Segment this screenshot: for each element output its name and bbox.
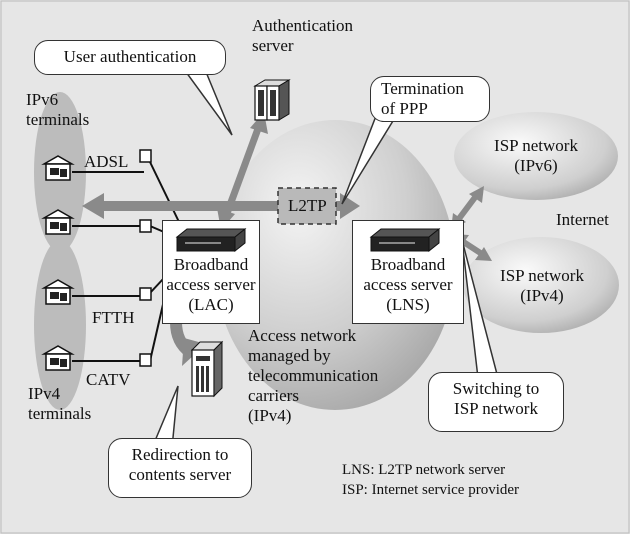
isp-ipv6-label-line2: (IPv6) xyxy=(514,156,558,175)
isp-ipv6-label-line1: ISP network xyxy=(494,136,578,155)
access-network-label-line1: Access network xyxy=(248,326,357,345)
house-pc-icon xyxy=(41,345,75,371)
modem-catv xyxy=(139,353,152,367)
switching-to-isp-callout: Switching to ISP network xyxy=(428,372,564,432)
lns-server-box: Broadband access server (LNS) xyxy=(352,220,464,324)
ftth-label: FTTH xyxy=(92,308,135,327)
lac-label-line1: Broadband xyxy=(173,255,249,274)
redirection-to-contents-callout: Redirection to contents server xyxy=(108,438,252,498)
isp-ipv4-cloud xyxy=(463,237,619,333)
access-network-label-line4: carriers xyxy=(248,386,299,405)
router-icon xyxy=(369,227,441,253)
terminal-icons xyxy=(41,155,75,371)
lns-label-line3: (LNS) xyxy=(386,295,430,314)
ipv4-terminals-label-line2: terminals xyxy=(28,404,92,423)
ipv4-terminals-label-line1: IPv4 xyxy=(28,384,61,403)
access-network-label-line3: telecommunication xyxy=(248,366,379,385)
legend-lns: LNS: L2TP network server xyxy=(342,462,506,478)
user-authentication-text: User authentication xyxy=(63,47,197,66)
auth-server-label-line2: server xyxy=(252,36,294,55)
modem-adsl-2 xyxy=(139,219,152,233)
house-pc-icon xyxy=(41,209,75,235)
termination-text-line1: Termination xyxy=(381,79,464,98)
adsl-label: ADSL xyxy=(84,152,129,171)
redirection-text-line2: contents server xyxy=(128,465,232,484)
access-network-label-line2: managed by xyxy=(248,346,331,365)
modem-adsl-1 xyxy=(139,149,152,163)
access-network-label-line5: (IPv4) xyxy=(248,406,292,425)
ipv6-terminals-label-line1: IPv6 xyxy=(26,90,59,109)
house-pc-icon xyxy=(41,279,75,305)
isp-ipv4-label-line1: ISP network xyxy=(500,266,584,285)
redirection-text-line1: Redirection to xyxy=(131,445,229,464)
termination-of-ppp-callout: Termination of PPP xyxy=(370,76,490,122)
catv-label: CATV xyxy=(86,370,131,389)
legend-isp: ISP: Internet service provider xyxy=(342,482,520,498)
l2tp-label: L2TP xyxy=(288,196,327,215)
access-network-cloud xyxy=(215,120,455,410)
auth-server-label-line1: Authentication xyxy=(252,16,354,35)
lac-label-line3: (LAC) xyxy=(188,295,234,314)
internet-label: Internet xyxy=(556,210,609,229)
switching-text-line2: ISP network xyxy=(454,399,538,418)
authentication-server-icon xyxy=(253,79,291,121)
router-icon xyxy=(175,227,247,253)
termination-text-line2: of PPP xyxy=(381,99,428,118)
access-lines xyxy=(72,161,181,362)
contents-server-icon xyxy=(190,340,224,398)
modem-ftth xyxy=(139,287,152,301)
house-pc-icon xyxy=(41,155,75,181)
lns-label-line2: access server xyxy=(363,275,453,294)
lac-server-box: Broadband access server (LAC) xyxy=(162,220,260,324)
l2tp-tunnel-box xyxy=(277,187,337,225)
isp-ipv4-label-line2: (IPv4) xyxy=(520,286,564,305)
ipv6-terminals-label-line2: terminals xyxy=(26,110,90,129)
modem-group xyxy=(139,149,152,367)
user-authentication-callout: User authentication xyxy=(34,40,226,75)
switching-text-line1: Switching to xyxy=(452,379,540,398)
lac-label-line2: access server xyxy=(166,275,256,294)
isp-ipv6-cloud xyxy=(454,112,618,200)
lns-label-line1: Broadband xyxy=(370,255,446,274)
